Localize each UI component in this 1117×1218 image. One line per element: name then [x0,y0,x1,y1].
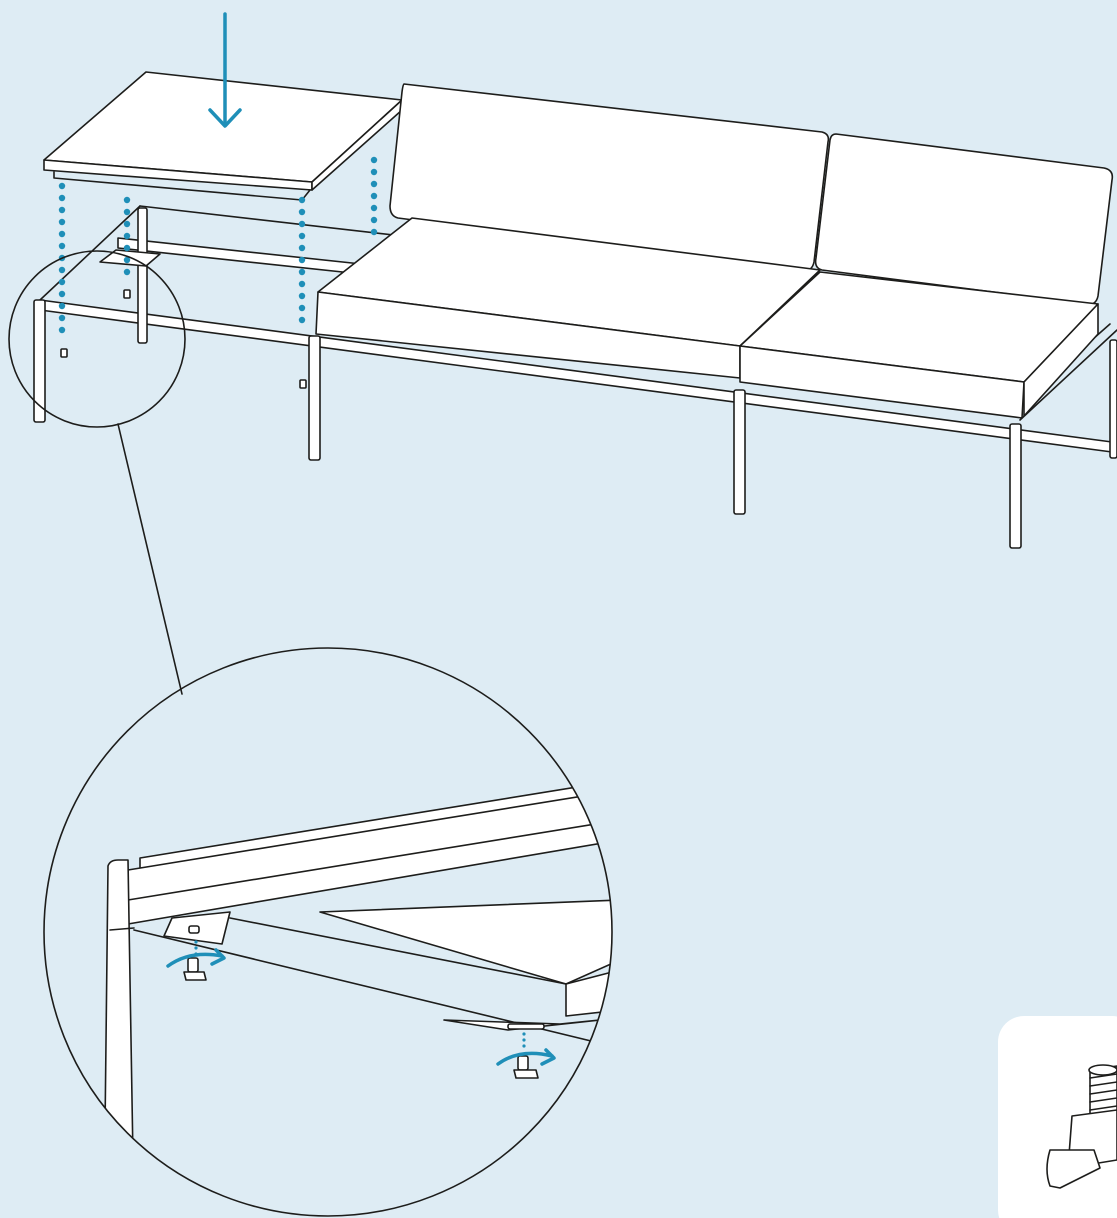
guide-dot [370,228,378,236]
screws-top [60,289,307,389]
wing-screw-icon [513,1055,539,1079]
rotate-arrow-icon [166,948,226,968]
wing-screw-icon [299,379,307,389]
part-callout [998,1016,1117,1218]
sofa-frame [33,205,1117,549]
guide-dot [123,268,131,276]
guide-dot [370,168,378,176]
guide-dot [123,196,131,204]
leg [1109,339,1117,459]
leg [33,299,46,423]
guide-dot [298,232,306,240]
guide-dot [58,302,66,310]
guide-dot [298,244,306,252]
guide-dot [298,304,306,312]
guide-dot [298,268,306,276]
wing-screw-icon [123,289,131,299]
guide-dot [58,206,66,214]
guide-dot [298,220,306,228]
guide-dot [370,180,378,188]
guide-dot [58,194,66,202]
guide-dot [123,244,131,252]
detail-circle-small [8,250,186,428]
guide-dot [123,232,131,240]
sofa-seat-module-1 [315,83,830,379]
detail-circle-large [43,647,613,1217]
guide-dot [58,266,66,274]
guide-dot [370,216,378,224]
guide-dot [370,192,378,200]
guide-dot [58,278,66,286]
guide-dot [58,326,66,334]
wing-screw-icon [60,348,68,358]
guide-dot [298,208,306,216]
sofa-seat-module-2 [739,133,1114,419]
rotate-arrow-icon [496,1048,556,1066]
guide-dot [370,204,378,212]
guide-dot [123,208,131,216]
guide-dot [58,218,66,226]
wing-screw-icon [183,957,207,981]
leg [308,335,321,461]
detail-leader-line [117,423,183,695]
leg [1009,423,1022,549]
wing-screw-icon [1046,1064,1117,1189]
guide-dot [298,316,306,324]
guide-dot [298,196,306,204]
guide-dot [298,256,306,264]
leg [733,389,746,515]
guide-dot [58,314,66,322]
guide-dot [298,280,306,288]
guide-dot [58,230,66,238]
guide-dot [123,220,131,228]
guide-dot [123,256,131,264]
guide-dot [298,292,306,300]
table-top [43,71,403,201]
guide-dot [58,290,66,298]
dotted-guides [58,156,378,334]
leg [137,207,148,344]
down-arrow-icon [208,12,242,128]
guide-dot [58,182,66,190]
guide-dot [370,156,378,164]
detail-view [103,779,612,1216]
guide-dot [58,242,66,250]
